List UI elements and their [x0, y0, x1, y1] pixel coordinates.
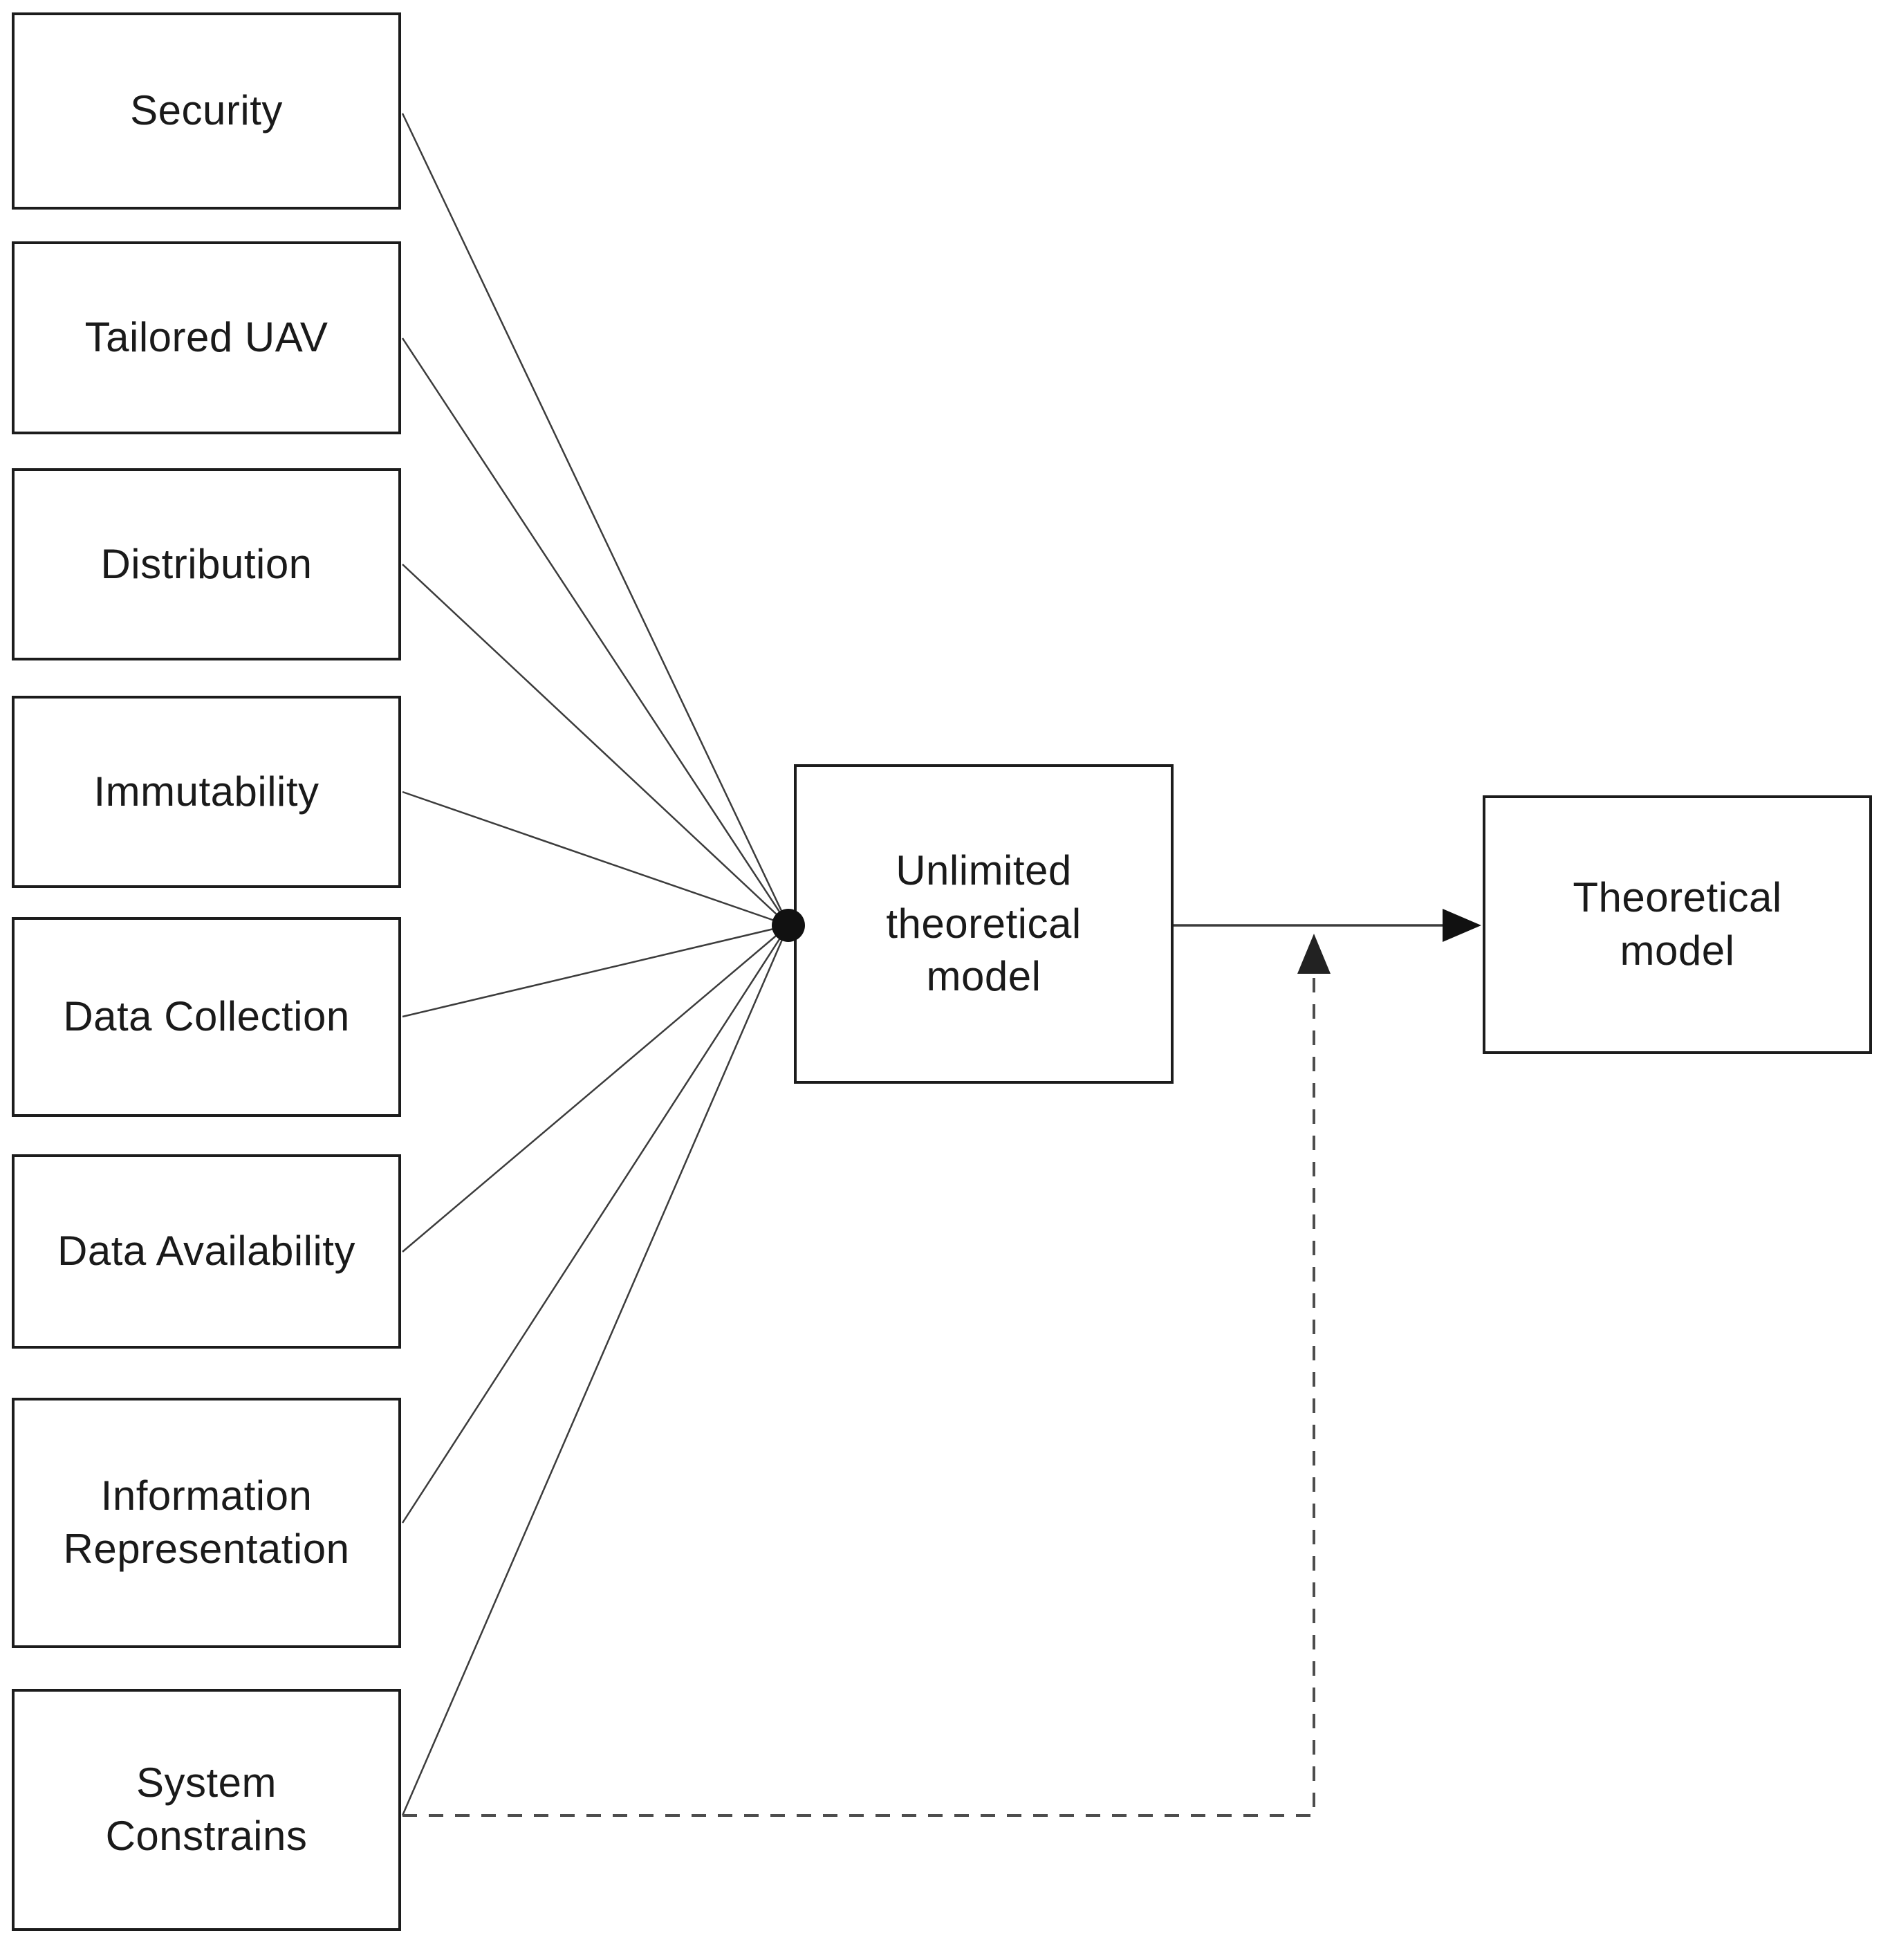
- edge-system-constrains-dashed-to-main-arrow: [402, 974, 1315, 1817]
- node-security: Security: [12, 12, 401, 210]
- node-information-representation: Information Representation: [12, 1398, 401, 1648]
- node-tailored-uav-label: Tailored UAV: [84, 314, 328, 361]
- edge-distribution-to-unlimited-model: [402, 564, 789, 926]
- node-system-constrains: System Constrains: [12, 1689, 401, 1931]
- edge-information-representation-to-unlimited-model: [401, 925, 790, 1524]
- arrowhead-right-icon: [1443, 909, 1481, 942]
- edge-security-to-unlimited-model: [401, 113, 790, 926]
- node-security-label: Security: [130, 87, 283, 134]
- node-data-availability-label: Data Availability: [57, 1228, 355, 1275]
- node-distribution-label: Distribution: [100, 540, 313, 587]
- edge-data-collection-to-unlimited-model: [402, 924, 789, 1018]
- node-data-collection-label: Data Collection: [63, 993, 350, 1040]
- node-unlimited-theoretical-model: Unlimited theoretical model: [794, 764, 1174, 1084]
- node-unlimited-theoretical-model-label: Unlimited theoretical model: [886, 847, 1082, 1000]
- node-data-availability: Data Availability: [12, 1154, 401, 1349]
- node-theoretical-model: Theoretical model: [1483, 795, 1872, 1054]
- edge-tailored-uav-to-unlimited-model: [401, 338, 790, 926]
- node-immutability-label: Immutability: [93, 768, 319, 815]
- edge-data-availability-to-unlimited-model: [402, 925, 789, 1252]
- node-immutability: Immutability: [12, 696, 401, 888]
- node-information-representation-label: Information Representation: [63, 1472, 350, 1572]
- node-tailored-uav: Tailored UAV: [12, 241, 401, 434]
- node-data-collection: Data Collection: [12, 917, 401, 1117]
- edge-immutability-to-unlimited-model: [402, 791, 789, 927]
- edge-system-constrains-to-unlimited-model: [401, 925, 790, 1816]
- node-theoretical-model-label: Theoretical model: [1573, 874, 1782, 974]
- node-distribution: Distribution: [12, 468, 401, 660]
- node-system-constrains-label: System Constrains: [105, 1759, 308, 1859]
- arrowhead-up-icon: [1297, 934, 1331, 974]
